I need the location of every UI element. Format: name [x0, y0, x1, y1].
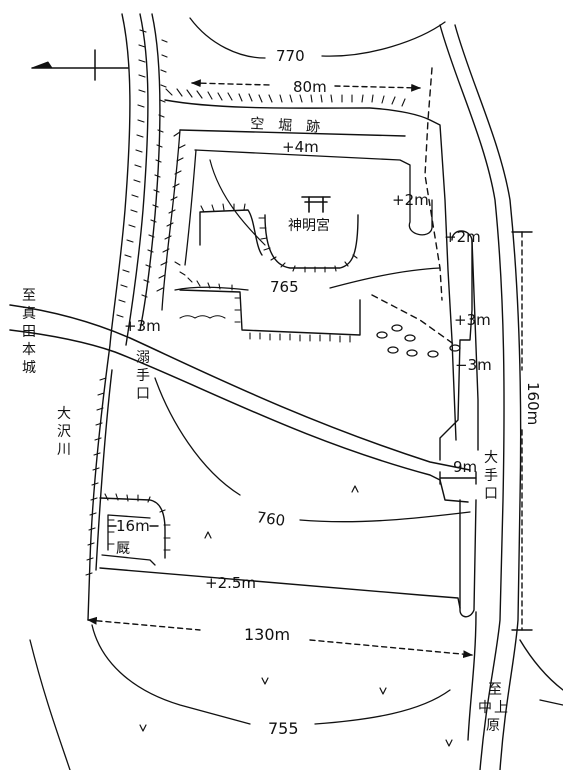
contour-755-line [91, 624, 451, 725]
to-sanada-label-4: 本 [22, 342, 36, 358]
main-gate-column [459, 499, 477, 618]
dimension-lines [87, 79, 533, 659]
height-south-bank: +2.5m [205, 574, 256, 592]
stone-cluster [376, 324, 461, 358]
height-east-corner: +2m [444, 228, 481, 246]
east-tower-2 [471, 239, 479, 451]
stable-label: 厩 [116, 541, 130, 557]
dim-130m-label: 130m [244, 625, 290, 644]
river-bank-west [87, 13, 131, 621]
height-east-dip: −3m [455, 356, 492, 374]
dim-16m-label: 16m [116, 517, 150, 535]
inner-bank-left [161, 129, 181, 311]
small-gate-label-1: 溺 [136, 350, 150, 366]
labels: 770 765 760 755 80m 130m 160m 9m 16m +4m… [22, 47, 542, 738]
south-bank [99, 567, 461, 609]
main-gate-label-2: 手 [484, 468, 498, 484]
inner-lower-edge [179, 289, 361, 336]
south-enclosure-top [99, 497, 166, 559]
moat-dashed-line [424, 67, 443, 301]
main-gate-label-1: 大 [484, 450, 498, 466]
south-bank-inner [101, 554, 156, 566]
dim-9m-label: 9m [453, 458, 477, 476]
dim-80m-label: 80m [293, 78, 327, 96]
height-ne-corner: +2m [392, 191, 429, 209]
height-west-gate: +3m [124, 317, 161, 335]
to-kaminohara-label-4: 原 [486, 718, 500, 734]
east-road-outer [454, 24, 522, 770]
contour-760-line [154, 377, 471, 523]
contour-755-label: 755 [268, 719, 299, 738]
contour-lower-left [29, 639, 71, 770]
small-gate-label-2: 手 [136, 368, 150, 384]
dim-160m-label: 160m [524, 382, 542, 425]
east-road-lower [467, 611, 563, 741]
terrain-marks [139, 485, 453, 747]
main-gate-label-3: 口 [484, 486, 498, 502]
torii-icon [301, 196, 331, 213]
contour-lower-right [539, 699, 563, 706]
road-west-lower [9, 329, 469, 503]
river-bank-lower [95, 369, 113, 571]
river-label-1: 大 [57, 406, 71, 422]
contour-770-line [189, 17, 446, 59]
north-arrow-icon [31, 49, 129, 81]
to-sanada-label-5: 城 [22, 360, 36, 376]
outer-moat-line [164, 99, 457, 441]
east-tower [439, 230, 473, 461]
river-bank-east-2 [139, 13, 161, 331]
river-bank-east [125, 13, 149, 346]
inner-bank-top [179, 129, 406, 137]
contour-765-line [174, 267, 441, 291]
height-east-bank: +3m [454, 311, 491, 329]
to-sanada-label-2: 真 [22, 306, 36, 322]
contour-770-label: 770 [276, 47, 305, 65]
to-kaminohara-label-2: 中 [478, 700, 492, 716]
contour-765-label: 765 [270, 278, 299, 296]
height-north-bank: +4m [282, 138, 319, 156]
to-kaminohara-label-1: 至 [488, 682, 502, 698]
river-label-3: 川 [57, 442, 71, 458]
earthwork-hatching [85, 29, 406, 576]
contour-765-inner [209, 159, 266, 246]
east-road-inner [439, 24, 505, 770]
dashed-line-east [371, 294, 456, 346]
to-kaminohara-label-3: 上 [494, 700, 508, 716]
inner-bank-left-2 [184, 149, 197, 266]
small-gate-label-3: 口 [136, 386, 150, 402]
river-label-2: 沢 [57, 424, 71, 440]
to-sanada-label-1: 至 [22, 288, 36, 304]
to-sanada-label-3: 田 [22, 324, 36, 340]
inner-bank-mid [194, 149, 433, 236]
shrine-terrace [199, 209, 263, 256]
contour-760-label: 760 [255, 508, 286, 530]
moat-label: 空 堀 跡 [250, 116, 321, 136]
road-west-upper [9, 304, 471, 471]
shrine-label: 神明宮 [288, 218, 330, 234]
